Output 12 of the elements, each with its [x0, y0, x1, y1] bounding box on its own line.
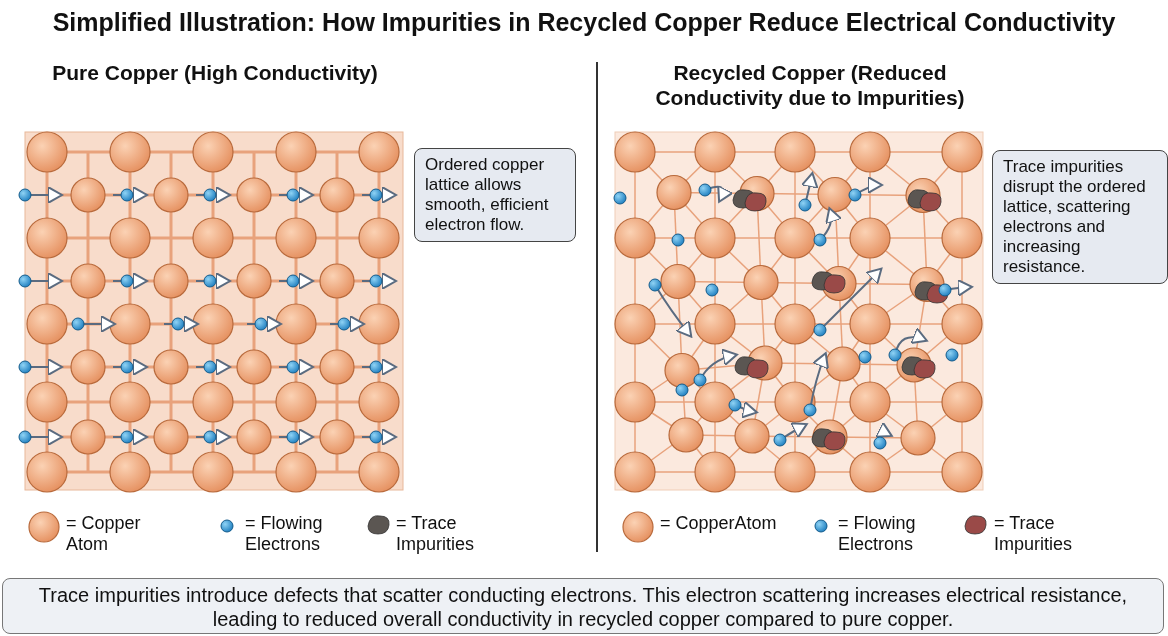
caption-box: Trace impurities introduce defects that scatter conducting electrons. This electron scattering increases electrical resistance, leading to reduced overall conductivity in recycled copper compared to pure copper. [2, 578, 1164, 634]
legend-label: = CopperAtom [660, 513, 778, 534]
panel-heading: Recycled Copper (Reduced Conductivity due to Impurities) [654, 60, 966, 110]
diagram-title: Simplified Illustration: How Impurities in Recycled Copper Reduce Electrical Conductivity [51, 8, 1117, 37]
legend-label: = Copper Atom [66, 513, 142, 555]
legend-label: = Trace Impurities [994, 513, 1074, 555]
legend-label: = Flowing Electrons [838, 513, 917, 555]
panel-heading: Pure Copper (High Conductivity) [51, 60, 379, 85]
callout-box: Ordered copper lattice allows smooth, efficient electron flow. [414, 148, 576, 242]
legend-label: = Trace Impurities [396, 513, 476, 555]
legend-label: = Flowing Electrons [245, 513, 324, 555]
callout-box: Trace impurities disrupt the ordered lattice, scattering electrons and increasing resistance. [992, 150, 1168, 284]
